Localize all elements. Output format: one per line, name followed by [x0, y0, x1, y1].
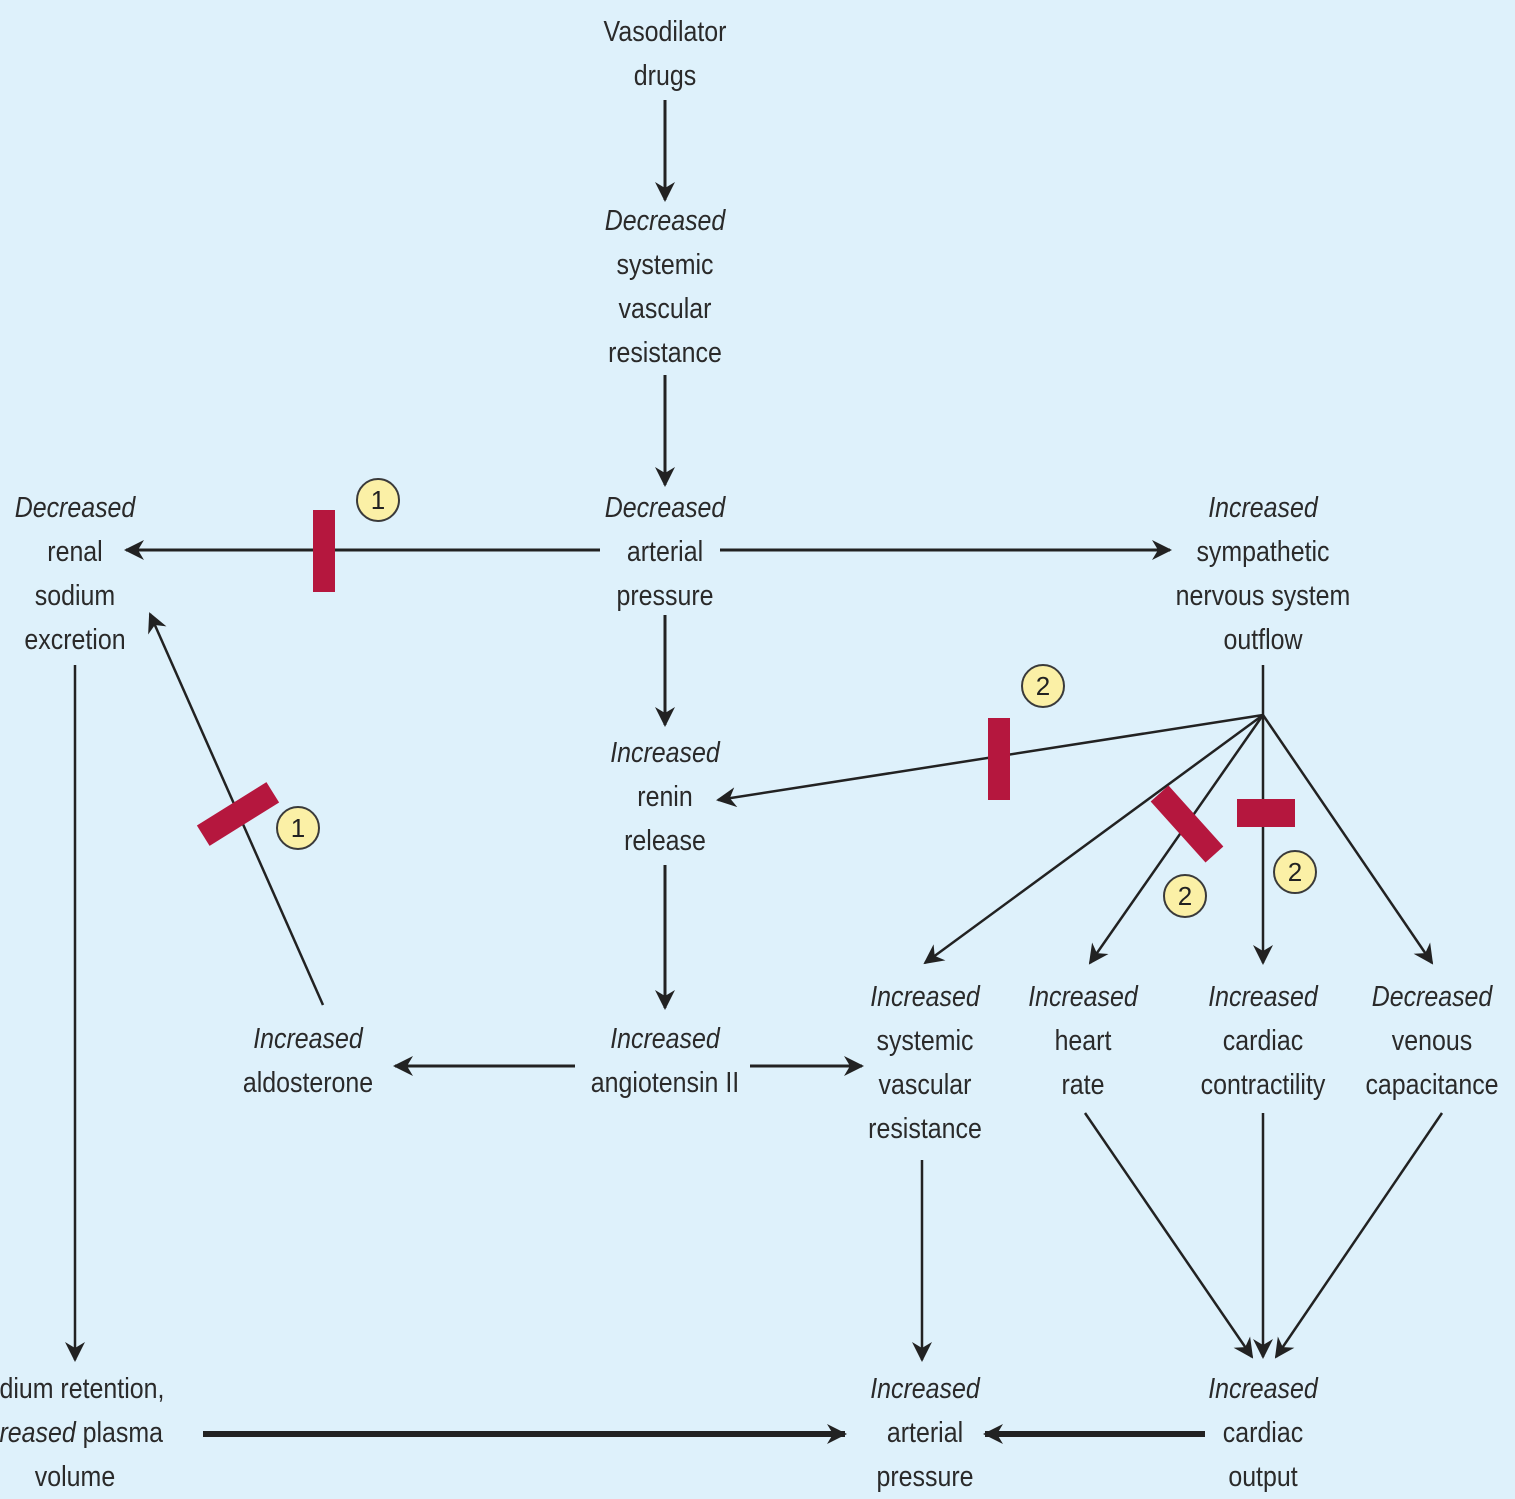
inc-co-line2: output [1228, 1461, 1298, 1493]
inc-renin-line1: renin [637, 781, 693, 813]
node-increased-sympathetic-outflow: Increased sympathetic nervous system out… [1160, 486, 1366, 662]
inc-contract-line1: cardiac [1222, 1025, 1304, 1057]
node-increased-aldosterone: Increased aldosterone [222, 1017, 394, 1105]
inc-svr-line2: vascular [878, 1069, 972, 1101]
badge-2-renin: 2 [1021, 664, 1065, 708]
dec-renal-line3: excretion [24, 624, 126, 656]
inc-ap-line1: arterial [886, 1417, 964, 1449]
arrow-venous-to-co [1274, 1112, 1444, 1359]
vasodilator-line1: Vasodilator [603, 16, 727, 48]
inc-sns-line3: outflow [1223, 624, 1303, 656]
inc-renin-qualifier: Increased [610, 737, 720, 769]
inc-sns-line2: nervous system [1175, 580, 1351, 612]
inc-sns-line1: sympathetic [1196, 536, 1330, 568]
inc-contract-qualifier: Increased [1208, 981, 1318, 1013]
node-decreased-venous-capacitance: Decreased venous capacitance [1350, 975, 1513, 1107]
dec-renal-qualifier: Decreased [14, 492, 136, 524]
inc-renin-line2: release [624, 825, 706, 857]
node-increased-svr: Increased systemic vascular resistance [839, 975, 1011, 1151]
sodium-line1: odium retention, [0, 1373, 165, 1405]
dec-venous-line2: capacitance [1365, 1069, 1499, 1101]
block-bar-aldo [196, 782, 280, 846]
vasodilator-line2: drugs [633, 60, 697, 92]
block-bar-renal [313, 510, 335, 592]
inc-ap-qualifier: Increased [870, 1373, 980, 1405]
inc-hr-qualifier: Increased [1028, 981, 1138, 1013]
dec-ap-line2: pressure [616, 580, 714, 612]
block-bar-renin [988, 718, 1010, 800]
node-increased-renin-release: Increased renin release [579, 731, 751, 863]
dec-ap-line1: arterial [626, 536, 704, 568]
sodium-line3: volume [34, 1461, 116, 1493]
dec-svr-line3: resistance [608, 337, 722, 369]
dec-svr-line1: systemic [616, 249, 714, 281]
inc-aldo-line1: aldosterone [242, 1067, 374, 1099]
dec-venous-line1: venous [1391, 1025, 1473, 1057]
node-increased-angiotensin-ii: Increased angiotensin II [570, 1017, 759, 1105]
inc-ang-qualifier: Increased [610, 1023, 720, 1055]
sodium-line2-qualifier: creased [0, 1417, 76, 1449]
sodium-line2: creased plasma [0, 1411, 165, 1455]
arrow-sns-to-venous [1261, 714, 1434, 965]
sodium-line2-rest: plasma [75, 1417, 164, 1449]
node-increased-arterial-pressure: Increased arterial pressure [839, 1367, 1011, 1499]
inc-svr-line1: systemic [876, 1025, 974, 1057]
node-sodium-retention: odium retention, creased plasma volume [0, 1367, 165, 1499]
inc-co-line1: cardiac [1222, 1417, 1304, 1449]
dec-renal-line2: sodium [34, 580, 116, 612]
inc-svr-qualifier: Increased [870, 981, 980, 1013]
node-vasodilator-drugs: Vasodilator drugs [579, 10, 751, 98]
inc-ang-line1: angiotensin II [590, 1067, 740, 1099]
node-decreased-renal-sodium-excretion: Decreased renal sodium excretion [0, 486, 161, 662]
node-increased-cardiac-output: Increased cardiac output [1177, 1367, 1349, 1499]
dec-svr-line2: vascular [618, 293, 712, 325]
block-bar-contractility [1237, 799, 1295, 827]
inc-aldo-qualifier: Increased [253, 1023, 363, 1055]
arrow-hr-to-co [1083, 1112, 1254, 1359]
badge-1-aldosterone: 1 [276, 806, 320, 850]
inc-co-qualifier: Increased [1208, 1373, 1318, 1405]
badge-2-contractility: 2 [1273, 850, 1317, 894]
arrow-sns-to-inc-svr [923, 713, 1264, 965]
node-decreased-arterial-pressure: Decreased arterial pressure [579, 486, 751, 618]
inc-sns-qualifier: Increased [1208, 492, 1318, 524]
node-increased-cardiac-contractility: Increased cardiac contractility [1181, 975, 1344, 1107]
dec-svr-qualifier: Decreased [604, 205, 726, 237]
inc-svr-line3: resistance [868, 1113, 982, 1145]
dec-ap-qualifier: Decreased [604, 492, 726, 524]
dec-venous-qualifier: Decreased [1371, 981, 1493, 1013]
dec-renal-line1: renal [47, 536, 103, 568]
inc-ap-line2: pressure [876, 1461, 974, 1493]
node-decreased-svr: Decreased systemic vascular resistance [579, 199, 751, 375]
node-increased-heart-rate: Increased heart rate [1014, 975, 1152, 1107]
inc-hr-line2: rate [1061, 1069, 1105, 1101]
inc-hr-line1: heart [1054, 1025, 1112, 1057]
badge-2-heart-rate: 2 [1163, 874, 1207, 918]
badge-1-renal: 1 [356, 478, 400, 522]
block-bar-hr [1150, 785, 1224, 863]
arrow-sns-to-hr [1088, 714, 1265, 965]
inc-contract-line2: contractility [1200, 1069, 1326, 1101]
